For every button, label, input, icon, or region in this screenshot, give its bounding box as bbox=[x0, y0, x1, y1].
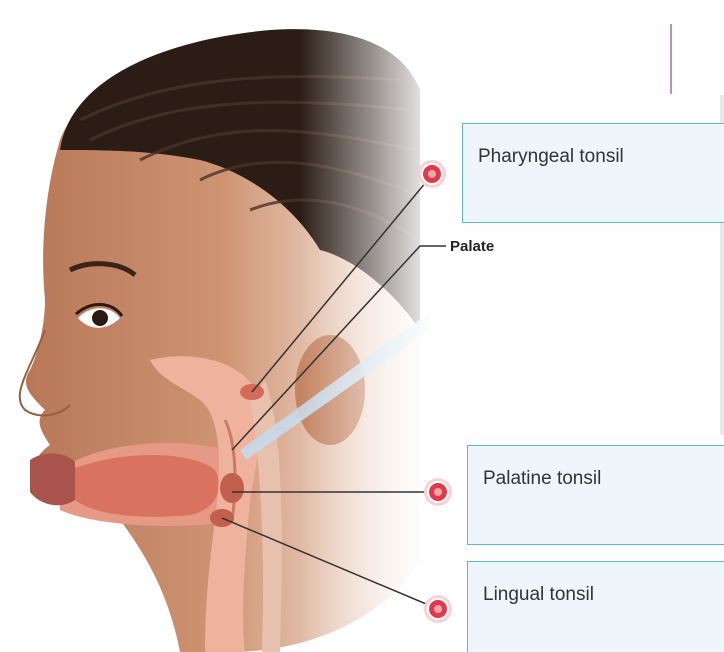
divider-line bbox=[670, 24, 672, 94]
target-pin-icon[interactable] bbox=[427, 481, 449, 503]
lingual-tonsil-dropzone[interactable]: Lingual tonsil bbox=[467, 561, 724, 652]
palate-label: Palate bbox=[450, 238, 494, 255]
palatine-tonsil-dropzone[interactable]: Palatine tonsil bbox=[467, 445, 724, 545]
target-pin-icon[interactable] bbox=[421, 163, 443, 185]
pharyngeal-tonsil-dropzone[interactable]: Pharyngeal tonsil bbox=[462, 123, 724, 223]
lingual-tonsil-label: Lingual tonsil bbox=[483, 584, 594, 605]
lips bbox=[30, 453, 75, 505]
target-pin-icon[interactable] bbox=[427, 598, 449, 620]
palatine-tonsil-tissue bbox=[220, 473, 244, 503]
pharyngeal-tonsil-label: Pharyngeal tonsil bbox=[478, 146, 624, 167]
palatine-tonsil-label: Palatine tonsil bbox=[483, 468, 601, 489]
tongue bbox=[70, 455, 219, 517]
